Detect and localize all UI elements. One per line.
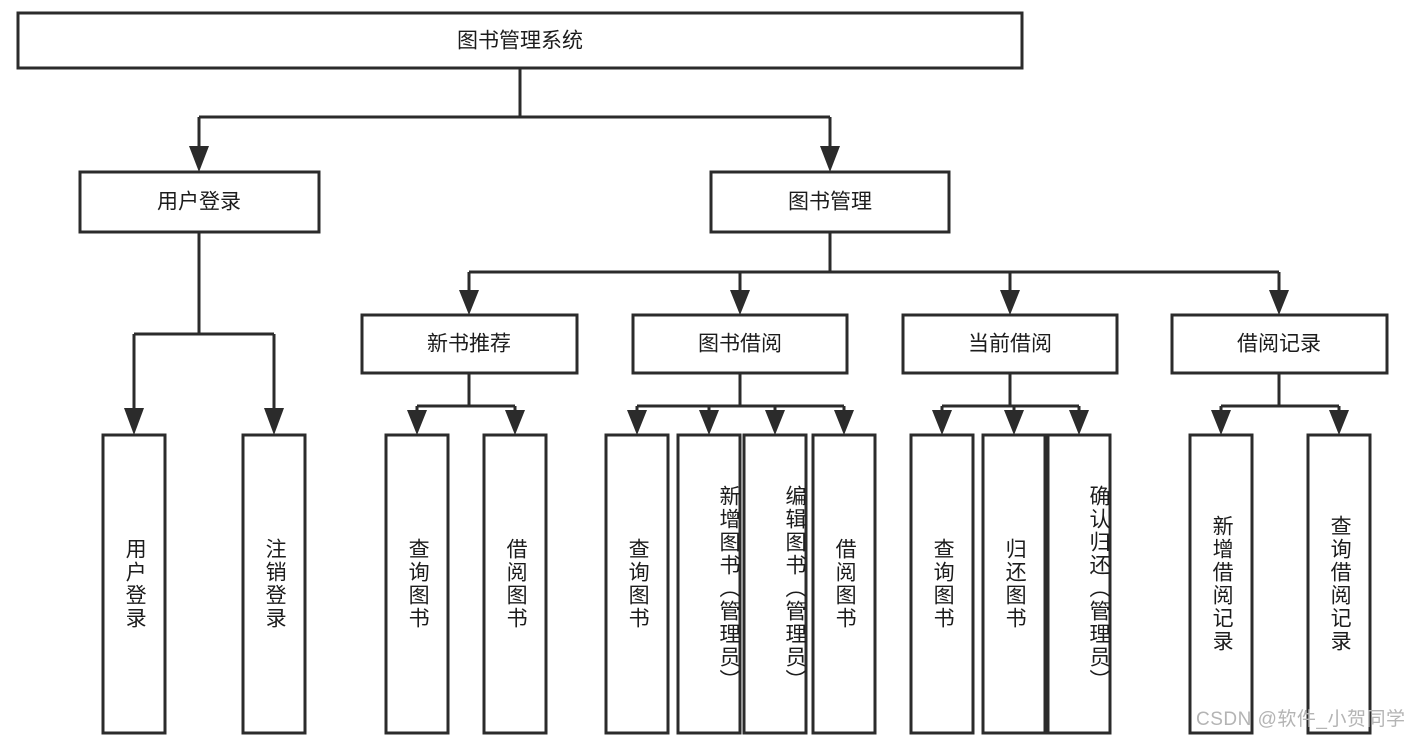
leaf-query-book-recommend-rect[interactable]	[384, 433, 450, 735]
leaf-query-book-borrow-rect[interactable]	[604, 433, 670, 735]
leaf-boxes	[101, 433, 1372, 735]
leaf-confirm-return-rect[interactable]	[1046, 433, 1112, 735]
node-book-borrow-rect[interactable]	[631, 313, 849, 375]
node-borrow-record[interactable]: 借阅记录	[1170, 313, 1389, 375]
node-root-rect[interactable]	[16, 11, 1024, 70]
node-new-book-recommend[interactable]: 新书推荐	[360, 313, 579, 375]
arrowhead-leaf-borrow-book	[834, 410, 854, 435]
node-root-label: 图书管理系统	[457, 30, 583, 53]
arrowhead-leaf-query-book-current	[932, 410, 952, 435]
arrowhead-leaf-return-book	[1004, 410, 1024, 435]
leaf-add-book-rect[interactable]	[676, 433, 742, 735]
leaf-query-borrow-record-rect[interactable]	[1306, 433, 1372, 735]
arrowhead-leaf-query-book-recommend	[407, 410, 427, 435]
leaf-logout-rect[interactable]	[241, 433, 307, 735]
csdn-watermark: CSDN @软件_小贺同学	[1196, 709, 1405, 730]
node-current-borrow[interactable]: 当前借阅	[901, 313, 1119, 375]
connector-group-user-login	[124, 232, 284, 435]
arrowhead-book-borrow	[730, 290, 750, 315]
arrowhead-new-book-recommend	[459, 290, 479, 315]
arrowhead-leaf-query-book-borrow	[627, 410, 647, 435]
arrowhead-leaf-confirm-return	[1069, 410, 1089, 435]
arrowhead-borrow-record	[1269, 290, 1289, 315]
connector-group-borrow-record	[1211, 373, 1349, 435]
node-user-login-rect[interactable]	[78, 170, 321, 234]
node-new-book-recommend-label: 新书推荐	[427, 333, 511, 356]
connector-group-book-management	[459, 232, 1289, 315]
leaf-borrow-book-recommend-rect[interactable]	[482, 433, 548, 735]
node-user-login[interactable]: 用户登录	[78, 170, 321, 234]
node-new-book-recommend-rect[interactable]	[360, 313, 579, 375]
connector-group-book-borrow	[627, 373, 854, 435]
connector-group-current-borrow	[932, 373, 1089, 435]
leaf-user-login-rect[interactable]	[101, 433, 167, 735]
node-book-management-rect[interactable]	[709, 170, 951, 234]
arrowhead-leaf-logout	[264, 408, 284, 435]
node-user-login-label: 用户登录	[157, 191, 241, 214]
arrowhead-leaf-borrow-book-recommend	[505, 410, 525, 435]
node-book-management-label: 图书管理	[788, 191, 872, 214]
leaf-edit-book-rect[interactable]	[742, 433, 808, 735]
node-current-borrow-label: 当前借阅	[968, 333, 1052, 356]
node-borrow-record-rect[interactable]	[1170, 313, 1389, 375]
arrowhead-leaf-add-book	[699, 410, 719, 435]
node-book-borrow-label: 图书借阅	[698, 333, 782, 356]
connector-group-new-book-recommend	[407, 373, 525, 435]
arrowhead-book-management	[820, 146, 840, 172]
arrowhead-leaf-edit-book	[765, 410, 785, 435]
arrowhead-user-login	[189, 146, 209, 172]
node-borrow-record-label: 借阅记录	[1237, 333, 1321, 356]
arrowhead-leaf-add-borrow-record	[1211, 410, 1231, 435]
leaf-add-borrow-record-rect[interactable]	[1188, 433, 1254, 735]
node-current-borrow-rect[interactable]	[901, 313, 1119, 375]
node-book-borrow[interactable]: 图书借阅	[631, 313, 849, 375]
node-book-management[interactable]: 图书管理	[709, 170, 951, 234]
leaf-return-book-rect[interactable]	[981, 433, 1047, 735]
leaf-borrow-book-rect[interactable]	[811, 433, 877, 735]
connector-group-root	[189, 68, 840, 172]
node-root[interactable]: 图书管理系统	[16, 11, 1024, 70]
arrowhead-leaf-query-borrow-record	[1329, 410, 1349, 435]
arrowhead-current-borrow	[1000, 290, 1020, 315]
leaf-query-book-current-rect[interactable]	[909, 433, 975, 735]
arrowhead-leaf-user-login	[124, 408, 144, 435]
